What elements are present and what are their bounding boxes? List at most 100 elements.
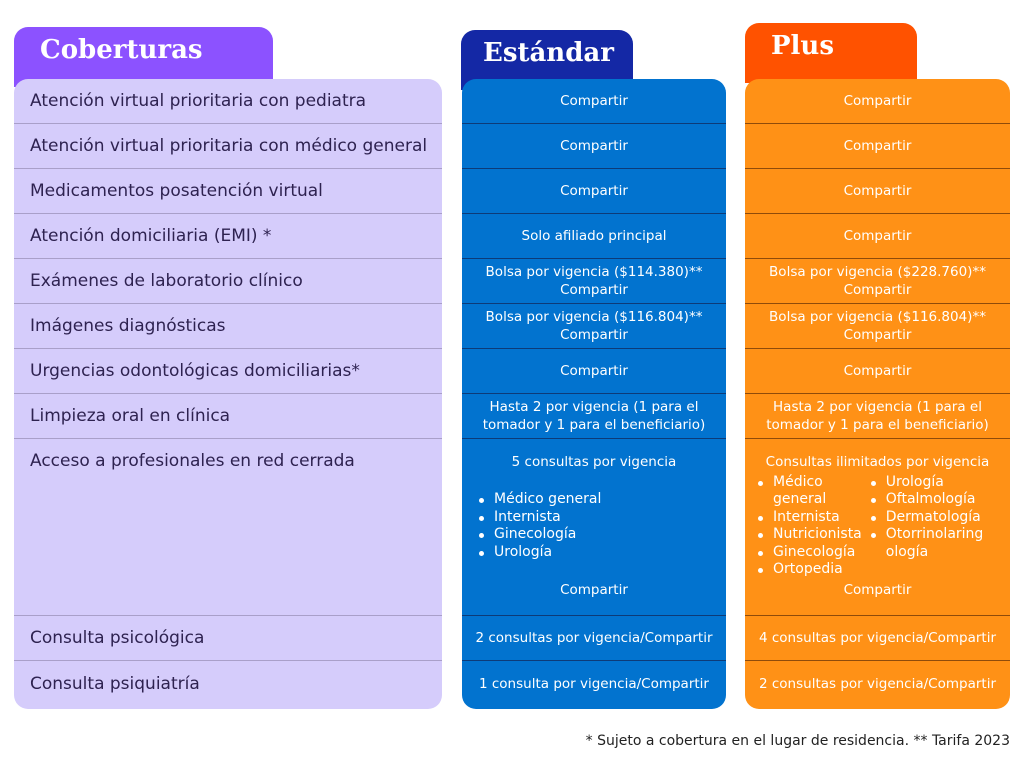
- specialty-item: Ginecología: [476, 526, 601, 544]
- plus-value-2: Compartir: [843, 327, 912, 343]
- coverage-label: Consulta psicológica: [30, 628, 205, 648]
- coverage-row: Limpieza oral en clínica: [14, 394, 442, 439]
- coverage-row: Consulta psicológica: [14, 616, 442, 661]
- coverage-row: Urgencias odontológicas domiciliarias*: [14, 349, 442, 394]
- std-row: Compartir: [462, 349, 726, 394]
- coverage-label: Limpieza oral en clínica: [30, 406, 231, 426]
- std-cell: Bolsa por vigencia ($114.380)** Compartir: [462, 263, 726, 299]
- coverage-label: Atención virtual prioritaria con pediatr…: [30, 91, 367, 111]
- specialty-item: Internista: [476, 509, 601, 527]
- plus-value: Bolsa por vigencia ($116.804)**: [769, 309, 986, 325]
- coberturas-header: Coberturas: [14, 27, 273, 87]
- std-cell: Compartir: [462, 92, 726, 110]
- coverage-label: Urgencias odontológicas domiciliarias*: [30, 361, 360, 381]
- std-row: Hasta 2 por vigencia (1 para el tomador …: [462, 394, 726, 439]
- coverage-row: Consulta psiquiatría: [14, 661, 442, 706]
- coverage-row: Imágenes diagnósticas: [14, 304, 442, 349]
- std-value: Solo afiliado principal: [521, 228, 667, 244]
- footnote: * Sujeto a cobertura en el lugar de resi…: [585, 733, 1010, 749]
- std-value: Compartir: [560, 138, 628, 154]
- plus-row: 4 consultas por vigencia/Compartir: [745, 616, 1010, 661]
- specialty-item: Ginecología: [755, 544, 862, 562]
- coverage-label: Atención domiciliaria (EMI) *: [30, 226, 272, 246]
- plus-value: 4 consultas por vigencia/Compartir: [758, 630, 996, 646]
- coverage-row: Acceso a profesionales en red cerrada: [14, 439, 442, 616]
- plus-row: Compartir: [745, 79, 1010, 124]
- coverage-row: Atención virtual prioritaria con pediatr…: [14, 79, 442, 124]
- coverage-label: Medicamentos posatención virtual: [30, 181, 323, 201]
- coverage-label: Imágenes diagnósticas: [30, 316, 226, 336]
- plus-value: Compartir: [843, 138, 912, 154]
- std-row: Solo afiliado principal: [462, 214, 726, 259]
- std-cell: Solo afiliado principal: [462, 227, 726, 245]
- specialty-item: Nutricionista: [755, 526, 862, 544]
- std-value-2: Compartir: [560, 327, 628, 343]
- plus-cell: Compartir: [745, 227, 1010, 245]
- coverage-row: Medicamentos posatención virtual: [14, 169, 442, 214]
- std-value: Bolsa por vigencia ($114.380)**: [485, 264, 703, 280]
- plus-cell: Bolsa por vigencia ($228.760)** Compartir: [745, 263, 1010, 299]
- std-row: 1 consulta por vigencia/Compartir: [462, 661, 726, 706]
- std-cell: 2 consultas por vigencia/Compartir: [462, 629, 726, 647]
- specialty-item: Médico general: [476, 491, 601, 509]
- std-list-title: 5 consultas por vigencia: [511, 454, 677, 470]
- plus-value: 2 consultas por vigencia/Compartir: [758, 675, 996, 692]
- plus-cell: 2 consultas por vigencia/Compartir: [745, 675, 1010, 693]
- coverage-label: Acceso a profesionales en red cerrada: [30, 451, 355, 471]
- coverage-row: Exámenes de laboratorio clínico: [14, 259, 442, 304]
- std-row: Compartir: [462, 79, 726, 124]
- coverage-label: Atención virtual prioritaria con médico …: [30, 136, 428, 156]
- plus-row: Compartir: [745, 169, 1010, 214]
- std-value: 1 consulta por vigencia/Compartir: [479, 675, 709, 692]
- std-row: Bolsa por vigencia ($114.380)** Compartir: [462, 259, 726, 304]
- plus-row: 2 consultas por vigencia/Compartir: [745, 661, 1010, 706]
- plus-value: Bolsa por vigencia ($228.760)**: [769, 264, 986, 280]
- plus-cell: Bolsa por vigencia ($116.804)** Compartir: [745, 308, 1010, 344]
- std-row: 2 consultas por vigencia/Compartir: [462, 616, 726, 661]
- plus-value: Compartir: [843, 363, 912, 379]
- plus-cell: Compartir: [745, 92, 1010, 110]
- std-list-footer: Compartir: [560, 582, 628, 598]
- plus-row: Compartir: [745, 214, 1010, 259]
- plus-value: Hasta 2 por vigencia (1 para el tomador …: [766, 399, 989, 433]
- std-cell: 1 consulta por vigencia/Compartir: [462, 675, 726, 693]
- std-value: Compartir: [560, 363, 628, 379]
- specialty-item: Internista: [755, 509, 862, 527]
- plus-value: Compartir: [843, 228, 912, 244]
- std-cell: Compartir: [462, 362, 726, 380]
- plus-value: Compartir: [843, 93, 912, 109]
- plus-value-2: Compartir: [843, 282, 912, 298]
- std-value: Bolsa por vigencia ($116.804)**: [485, 309, 703, 325]
- specialty-item: Médico general: [755, 474, 862, 509]
- plus-cell: Compartir: [745, 182, 1010, 200]
- specialty-item: Urología: [868, 474, 1002, 492]
- plus-cell: Compartir: [745, 362, 1010, 380]
- coverage-column: Atención virtual prioritaria con pediatr…: [14, 79, 442, 709]
- specialty-item: Otorrinolaring ología: [868, 526, 1002, 561]
- std-value: Compartir: [560, 183, 628, 199]
- plus-row: Compartir: [745, 349, 1010, 394]
- plus-row: Bolsa por vigencia ($116.804)** Compartir: [745, 304, 1010, 349]
- plus-header: Plus: [745, 23, 917, 83]
- std-value-2: Compartir: [560, 282, 628, 298]
- std-cell: Compartir: [462, 182, 726, 200]
- coverage-row: Atención virtual prioritaria con médico …: [14, 124, 442, 169]
- plus-value: Compartir: [843, 183, 912, 199]
- coverage-label: Consulta psiquiatría: [30, 673, 200, 694]
- plus-cell: Compartir: [745, 137, 1010, 155]
- plus-row: Compartir: [745, 124, 1010, 169]
- plus-list-footer: Compartir: [843, 582, 912, 598]
- coverage-label: Exámenes de laboratorio clínico: [30, 271, 303, 291]
- std-value: 2 consultas por vigencia/Compartir: [475, 630, 713, 646]
- specialty-item: Dermatología: [868, 509, 1002, 527]
- plus-row: Bolsa por vigencia ($228.760)** Compartir: [745, 259, 1010, 304]
